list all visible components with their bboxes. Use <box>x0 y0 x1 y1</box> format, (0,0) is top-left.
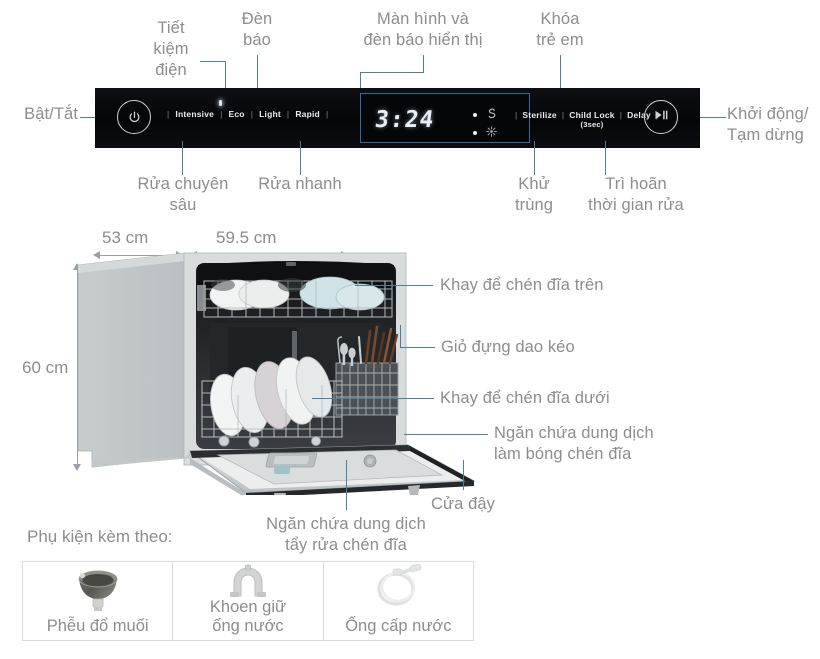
play-pause-icon <box>653 108 669 127</box>
separator: | <box>619 110 623 120</box>
callout-rapid: Rửa nhanh <box>258 175 342 193</box>
control-panel: | Intensive | Eco | Light | Rapid | 3:24 <box>95 88 700 148</box>
leader-delay <box>605 141 607 175</box>
separator: | <box>250 109 254 119</box>
hose-clip-icon <box>173 564 322 598</box>
accessory-label: Phễu đổ muối <box>46 617 149 635</box>
callout-detergent: Ngăn chứa dung dịch tẩy rửa chén đĩa <box>266 515 426 554</box>
leader-upper-rack <box>355 285 433 287</box>
eco-indicator-led <box>219 100 223 106</box>
separator: | <box>561 110 565 120</box>
leader-display-v <box>423 55 425 73</box>
salt-indicator <box>473 107 498 122</box>
program-button-row: | Intensive | Eco | Light | Rapid | <box>161 109 334 119</box>
dimension-height-label: 60 cm <box>22 358 69 377</box>
leader-sterilize <box>534 141 536 175</box>
callout-intensive: Rửa chuyên sâu <box>137 175 229 214</box>
dishwasher-illustration <box>77 245 498 503</box>
leader-rinse-aid <box>404 434 488 436</box>
callout-child-lock: Khóa trẻ em <box>536 10 584 49</box>
accessories-box: Phễu đổ muối Khoen giữ ống nước Ống cấp … <box>22 561 474 641</box>
child-lock-label: Child Lock <box>569 110 615 120</box>
separator: | <box>167 109 170 119</box>
lcd-time: 3:24 <box>373 107 436 133</box>
callout-eco: Tiết kiệm điện <box>153 19 189 79</box>
power-icon <box>127 110 142 125</box>
dimension-width-label: 59.5 cm <box>216 228 277 247</box>
separator: | <box>325 109 329 119</box>
callout-delay: Trì hoãn thời gian rửa <box>588 175 684 214</box>
rinse-aid-indicator-dot <box>473 130 477 135</box>
function-button-child-lock[interactable]: Child Lock (3sec) <box>569 106 614 129</box>
function-button-delay[interactable]: Delay <box>627 110 651 120</box>
salt-indicator-dot <box>473 112 477 117</box>
leader-cutlery-basket <box>400 347 435 349</box>
program-button-eco[interactable]: Eco <box>228 109 245 119</box>
dimension-depth-label: 53 cm <box>102 228 149 247</box>
leader-rapid <box>300 141 302 175</box>
funnel-icon <box>23 566 172 612</box>
separator: | <box>220 109 223 119</box>
leader-start-pause <box>686 117 726 119</box>
callout-start-pause: Khởi động/ Tạm dừng <box>727 105 809 144</box>
leader-indicator-light <box>257 55 259 97</box>
leader-door <box>463 460 465 490</box>
rinse-aid-icon <box>485 125 498 140</box>
program-button-light[interactable]: Light <box>259 109 281 119</box>
leader-display-v2 <box>360 72 362 94</box>
callout-sterilize: Khử trùng <box>514 175 554 214</box>
separator: | <box>286 109 290 119</box>
callout-cutlery-basket: Giỏ đựng dao kéo <box>441 338 575 356</box>
power-button[interactable] <box>117 100 151 134</box>
salt-icon <box>485 107 498 122</box>
accessory-label: Khoen giữ ống nước <box>209 598 287 635</box>
water-hose-icon <box>324 564 473 608</box>
function-button-sterilize[interactable]: Sterilize <box>522 110 557 120</box>
leader-eco-v <box>225 61 227 95</box>
leader-child-lock <box>560 55 562 113</box>
leader-lower-rack <box>312 398 434 400</box>
leader-display-h <box>360 72 424 74</box>
accessory-item-salt-funnel[interactable]: Phễu đổ muối <box>23 562 174 640</box>
function-button-row: | Sterilize | Child Lock (3sec) | Delay … <box>510 106 663 129</box>
leader-cutlery-basket-v <box>400 325 402 348</box>
program-button-rapid[interactable]: Rapid <box>295 109 320 119</box>
accessories-title: Phụ kiện kèm theo: <box>27 527 173 546</box>
callout-rinse-aid: Ngăn chứa dung dịch làm bóng chén đĩa <box>494 424 654 463</box>
accessory-item-water-hose[interactable]: Ống cấp nước <box>324 562 473 640</box>
leader-eco-h <box>200 61 226 63</box>
dimension-height-arrow <box>73 263 82 471</box>
rinse-aid-indicator <box>473 125 498 140</box>
accessory-label: Ống cấp nước <box>345 617 452 635</box>
callout-display: Màn hình và đèn báo hiển thị <box>363 10 483 49</box>
accessory-item-hose-clip[interactable]: Khoen giữ ống nước <box>173 562 324 640</box>
callout-lower-rack: Khay để chén đĩa dưới <box>440 389 610 407</box>
child-lock-sublabel: (3sec) <box>580 120 604 129</box>
program-button-intensive[interactable]: Intensive <box>175 109 215 119</box>
callout-door: Cửa đậy <box>430 495 496 513</box>
display-module: 3:24 <box>360 93 530 143</box>
callout-power: Bật/Tắt <box>24 105 78 123</box>
leader-intensive <box>182 141 184 175</box>
start-pause-button[interactable] <box>644 100 678 134</box>
callout-upper-rack: Khay để chén đĩa trên <box>440 276 604 294</box>
leader-detergent <box>346 460 348 510</box>
separator: | <box>515 110 518 120</box>
callout-indicator-light: Đèn báo <box>241 10 273 49</box>
